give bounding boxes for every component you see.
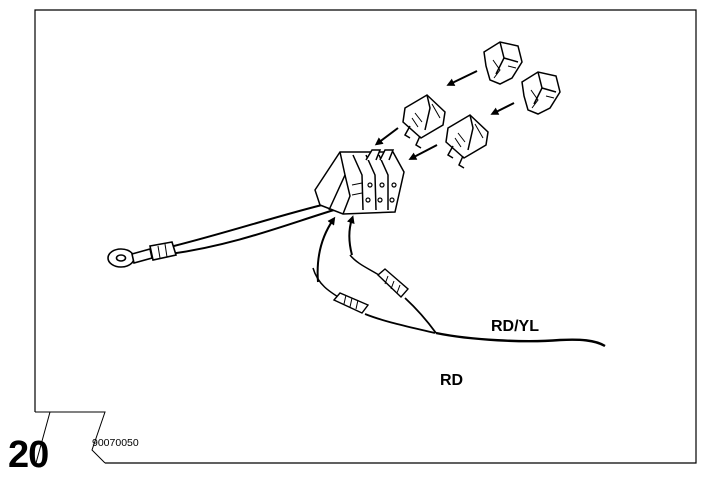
ring-terminal <box>107 241 178 268</box>
fuse-lower <box>445 114 489 169</box>
ground-leads <box>169 202 335 255</box>
figure-frame <box>34 9 697 464</box>
fuse-holder <box>314 149 405 215</box>
step-tab <box>35 411 106 464</box>
step-number: 20 <box>8 434 49 476</box>
fuse-cover-lower <box>521 71 561 115</box>
wire-label-red-yellow: RD/YL <box>491 318 539 335</box>
assembly-arrows <box>316 70 515 283</box>
wire-label-red: RD <box>440 372 464 389</box>
fuse-upper <box>402 94 446 149</box>
fuse-cover-upper <box>483 41 523 85</box>
inline-connector-red <box>332 292 370 314</box>
inline-connector-red-yellow <box>376 268 409 299</box>
reference-code: 90070050 <box>92 437 139 449</box>
